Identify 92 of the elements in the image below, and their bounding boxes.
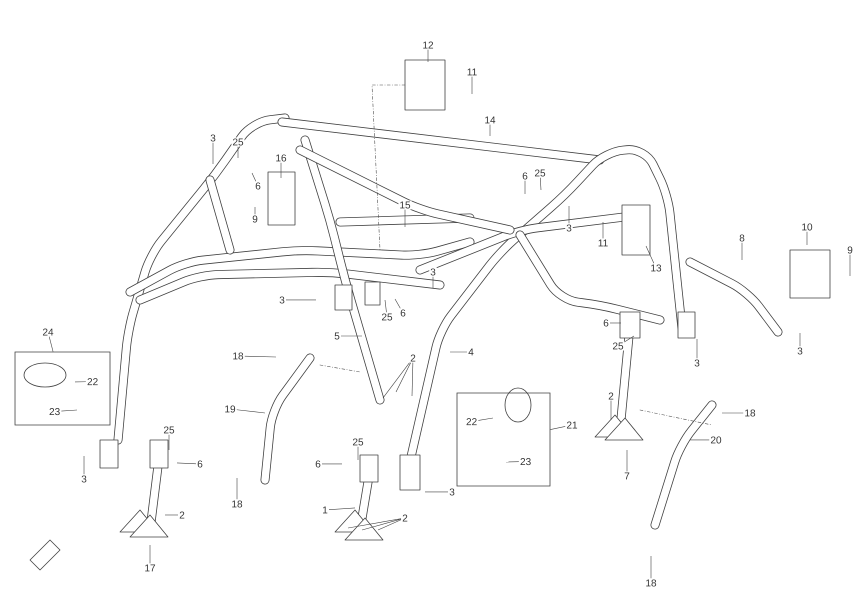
leader-line (74, 381, 86, 382)
callout-number: 6 (602, 318, 610, 328)
callout-number: 25 (611, 341, 625, 351)
leader-line (348, 518, 402, 528)
leader-line (412, 362, 414, 396)
callout-number: 20 (709, 435, 723, 445)
callout-number: 2 (401, 514, 409, 522)
callout-number: 3 (209, 133, 217, 143)
leader-line (176, 462, 196, 464)
leader-line (168, 434, 170, 450)
callout-number: 3 (278, 295, 286, 305)
callout-number: 9 (846, 245, 854, 255)
callout-number: 23 (519, 457, 532, 466)
callout-number: 18 (230, 499, 244, 509)
leader-line (236, 409, 266, 414)
callout-number: 5 (333, 332, 341, 340)
callout-number: 3 (448, 487, 456, 497)
callout-number: 3 (80, 474, 88, 484)
leader-line (164, 514, 178, 516)
inset-frame (456, 392, 550, 486)
callout-number: 18 (743, 408, 757, 418)
callout-number: 22 (465, 417, 478, 426)
leader-line (626, 450, 628, 472)
leader-line (61, 410, 78, 412)
callout-number: 17 (143, 564, 157, 572)
callout-number: 14 (483, 116, 497, 124)
leader-line (212, 142, 214, 164)
callout-number: 18 (644, 578, 658, 588)
callout-number: 12 (421, 40, 435, 50)
callout-number: 6 (254, 181, 262, 191)
callout-number: 13 (649, 263, 663, 273)
callout-number: 8 (738, 233, 746, 243)
leader-line (382, 362, 410, 398)
leader-line (722, 412, 744, 414)
leader-line (524, 180, 526, 194)
leader-line (394, 298, 401, 309)
leader-line (384, 300, 387, 313)
leader-line (550, 426, 566, 430)
callout-number: 4 (467, 348, 475, 356)
leader-line (244, 356, 276, 358)
callout-number: 10 (800, 222, 814, 232)
callout-number: 7 (623, 472, 631, 480)
callout-number: 25 (533, 168, 547, 178)
inset-frame (14, 352, 110, 426)
leader-line (568, 206, 570, 224)
leader-line (540, 177, 542, 190)
callout-number: 6 (196, 459, 204, 469)
leader-line (806, 231, 808, 246)
leader-line (610, 400, 612, 420)
callout-number: 19 (223, 404, 237, 414)
callout-number: 3 (796, 346, 804, 356)
callout-number: 24 (41, 328, 55, 336)
leader-line (478, 418, 494, 421)
callout-number: 25 (351, 437, 365, 447)
callout-number: 2 (607, 392, 615, 400)
leader-line (506, 461, 520, 462)
callout-number: 3 (693, 358, 701, 368)
callout-number: 18 (231, 351, 245, 361)
leader-line (254, 206, 256, 215)
leader-line (252, 172, 256, 182)
leader-line (696, 338, 698, 359)
callout-number: 22 (86, 377, 100, 386)
leader-line (650, 556, 652, 579)
leader-line (404, 209, 406, 228)
leader-line (396, 362, 411, 392)
callout-number: 1 (321, 506, 329, 514)
leader-line (624, 336, 634, 342)
callout-number: 6 (521, 171, 529, 181)
callout-number: 15 (398, 200, 412, 210)
callout-number: 2 (409, 354, 417, 362)
callout-number: 11 (596, 238, 610, 248)
leader-line (280, 162, 282, 178)
leader-line (602, 222, 604, 239)
leader-line (378, 519, 402, 530)
callout-number: 21 (565, 420, 579, 430)
callout-number: 16 (274, 153, 288, 163)
leader-line (610, 322, 622, 324)
callout-number: 6 (399, 308, 407, 318)
callout-number: 23 (48, 407, 62, 416)
callout-number: 25 (380, 312, 394, 322)
callout-number: 9 (251, 214, 259, 224)
callout-number: 25 (162, 425, 176, 435)
callout-number: 11 (466, 68, 478, 76)
leader-line (646, 246, 654, 264)
callout-number: 25 (231, 137, 245, 147)
callout-number: 6 (314, 459, 322, 469)
leader-line (362, 518, 402, 530)
leader-line (236, 478, 238, 500)
callout-number: 2 (178, 510, 186, 520)
leader-line (328, 508, 356, 510)
leader-line (432, 276, 434, 288)
leader-line (48, 336, 54, 352)
